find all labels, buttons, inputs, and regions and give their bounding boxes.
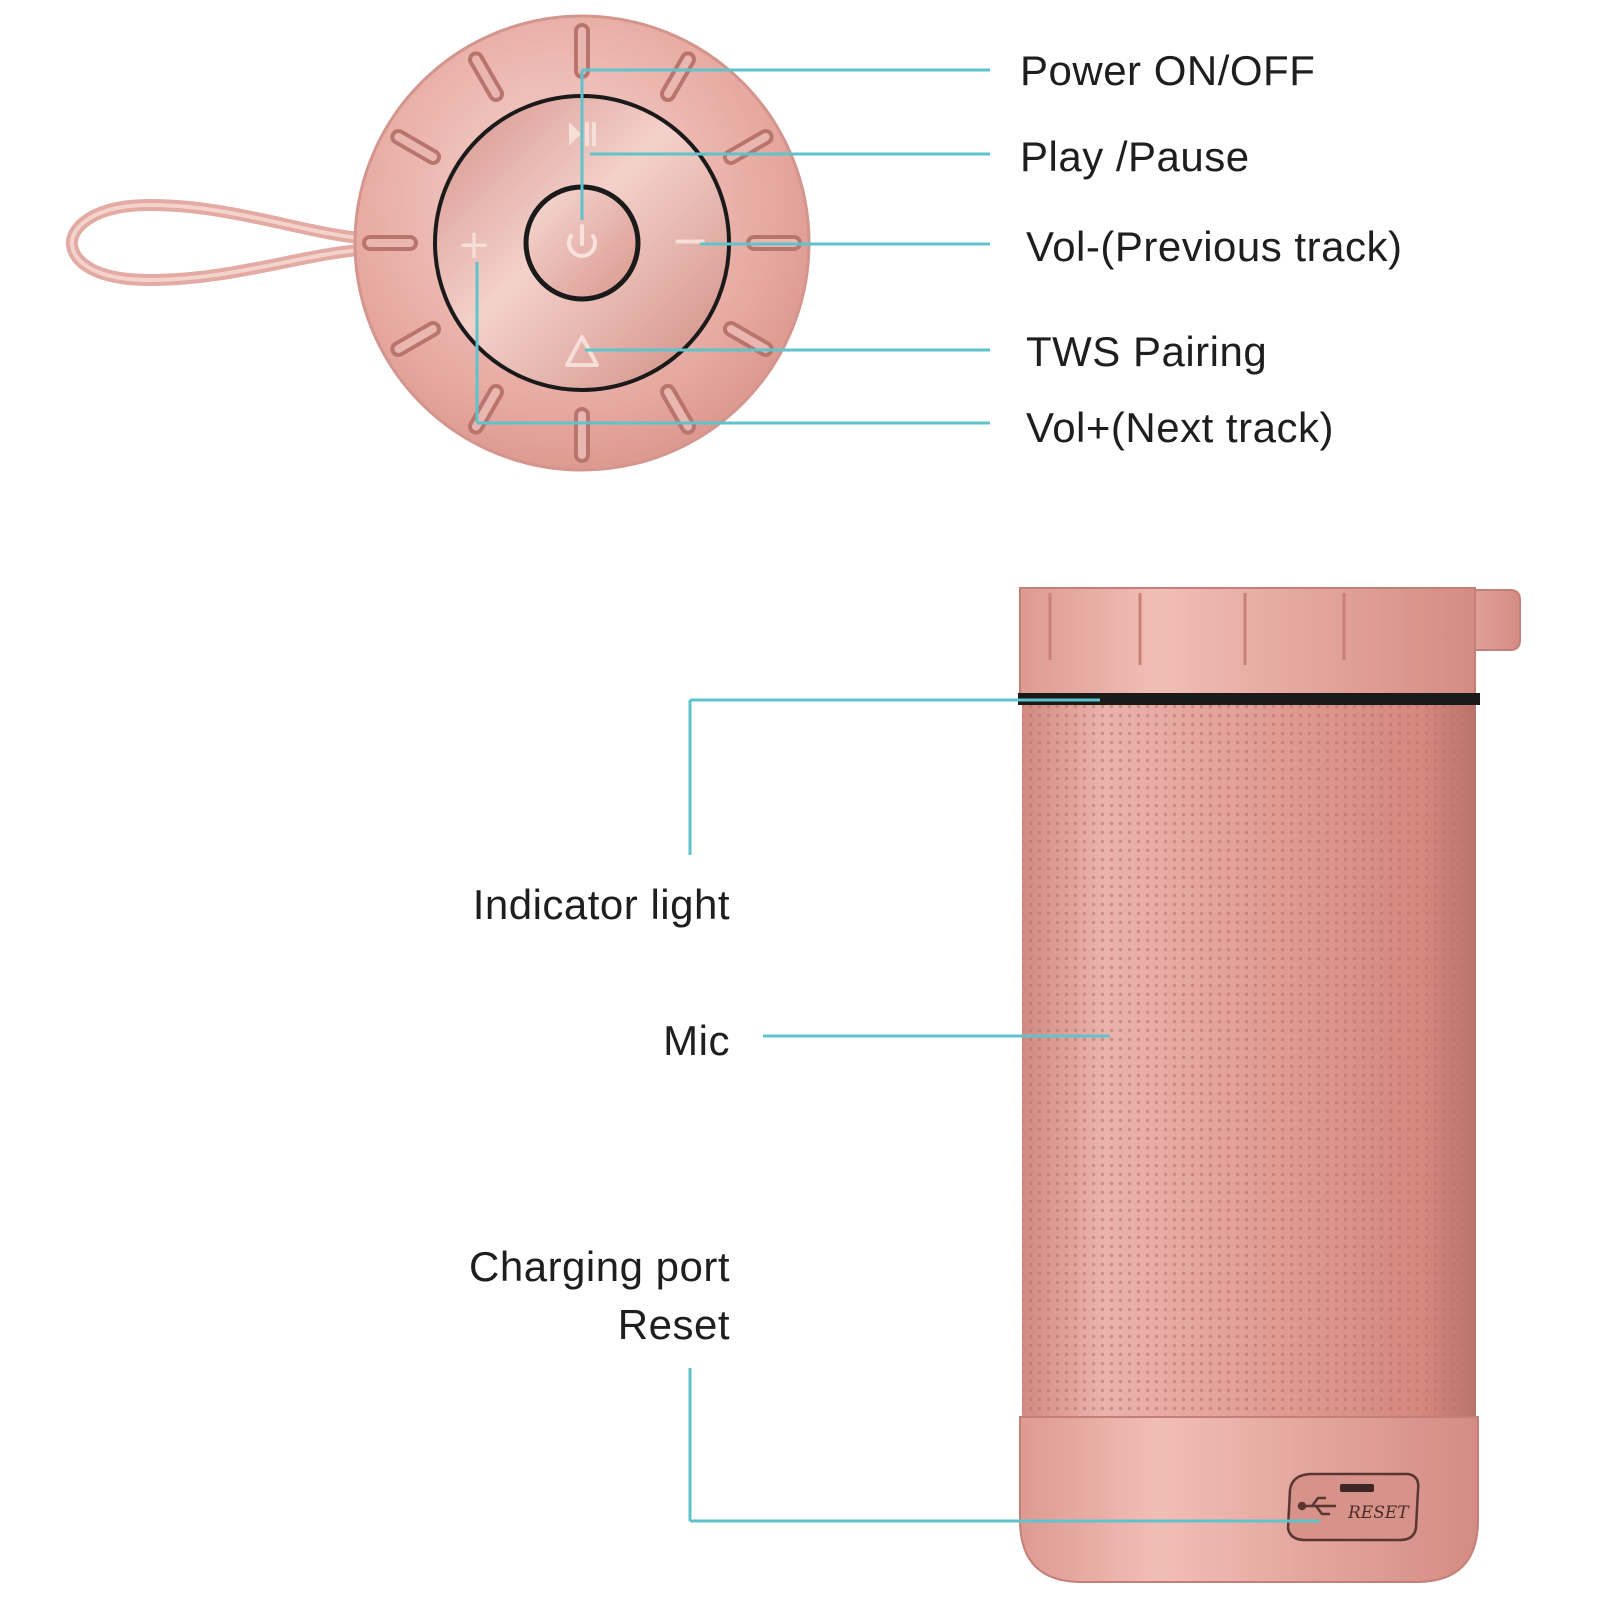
grip-tick-highlight	[472, 387, 500, 431]
port-panel[interactable]: RESET	[1286, 1472, 1420, 1542]
label-mic: Mic	[663, 1017, 730, 1064]
power-icon	[567, 224, 597, 258]
top-cap	[1019, 587, 1476, 701]
label-play-pause: Play /Pause	[1020, 133, 1250, 180]
grip-tick-highlight	[394, 325, 438, 353]
indicator-band	[1018, 693, 1480, 705]
usb-icon	[1297, 1496, 1336, 1516]
grip-tick-highlight	[726, 325, 770, 353]
plus-icon[interactable]: +	[457, 222, 491, 268]
grip-tick-highlight	[664, 55, 692, 99]
label-power: Power ON/OFF	[1020, 47, 1316, 94]
side-view: RESET	[688, 587, 1521, 1583]
strap-loop	[65, 198, 366, 287]
label-tws-pairing: TWS Pairing	[1026, 328, 1268, 375]
label-charging-port: Charging port	[469, 1243, 730, 1290]
minus-icon[interactable]: −	[671, 213, 710, 267]
play-pause-icon[interactable]	[569, 122, 596, 146]
cap-ridges	[1048, 593, 1346, 665]
grip-tick-highlight	[394, 133, 438, 161]
top-leader-lines	[475, 68, 990, 425]
label-vol-minus: Vol-(Previous track)	[1026, 223, 1403, 270]
top-view: − +	[65, 14, 990, 472]
label-vol-plus: Vol+(Next track)	[1026, 404, 1334, 451]
side-leader-lines	[688, 698, 1320, 1523]
label-indicator-light: Indicator light	[472, 881, 730, 928]
label-reset: Reset	[617, 1301, 730, 1348]
reset-text: RESET	[1347, 1503, 1410, 1523]
grip-tick-highlight	[472, 55, 500, 99]
grip-tick-highlight	[664, 387, 692, 431]
